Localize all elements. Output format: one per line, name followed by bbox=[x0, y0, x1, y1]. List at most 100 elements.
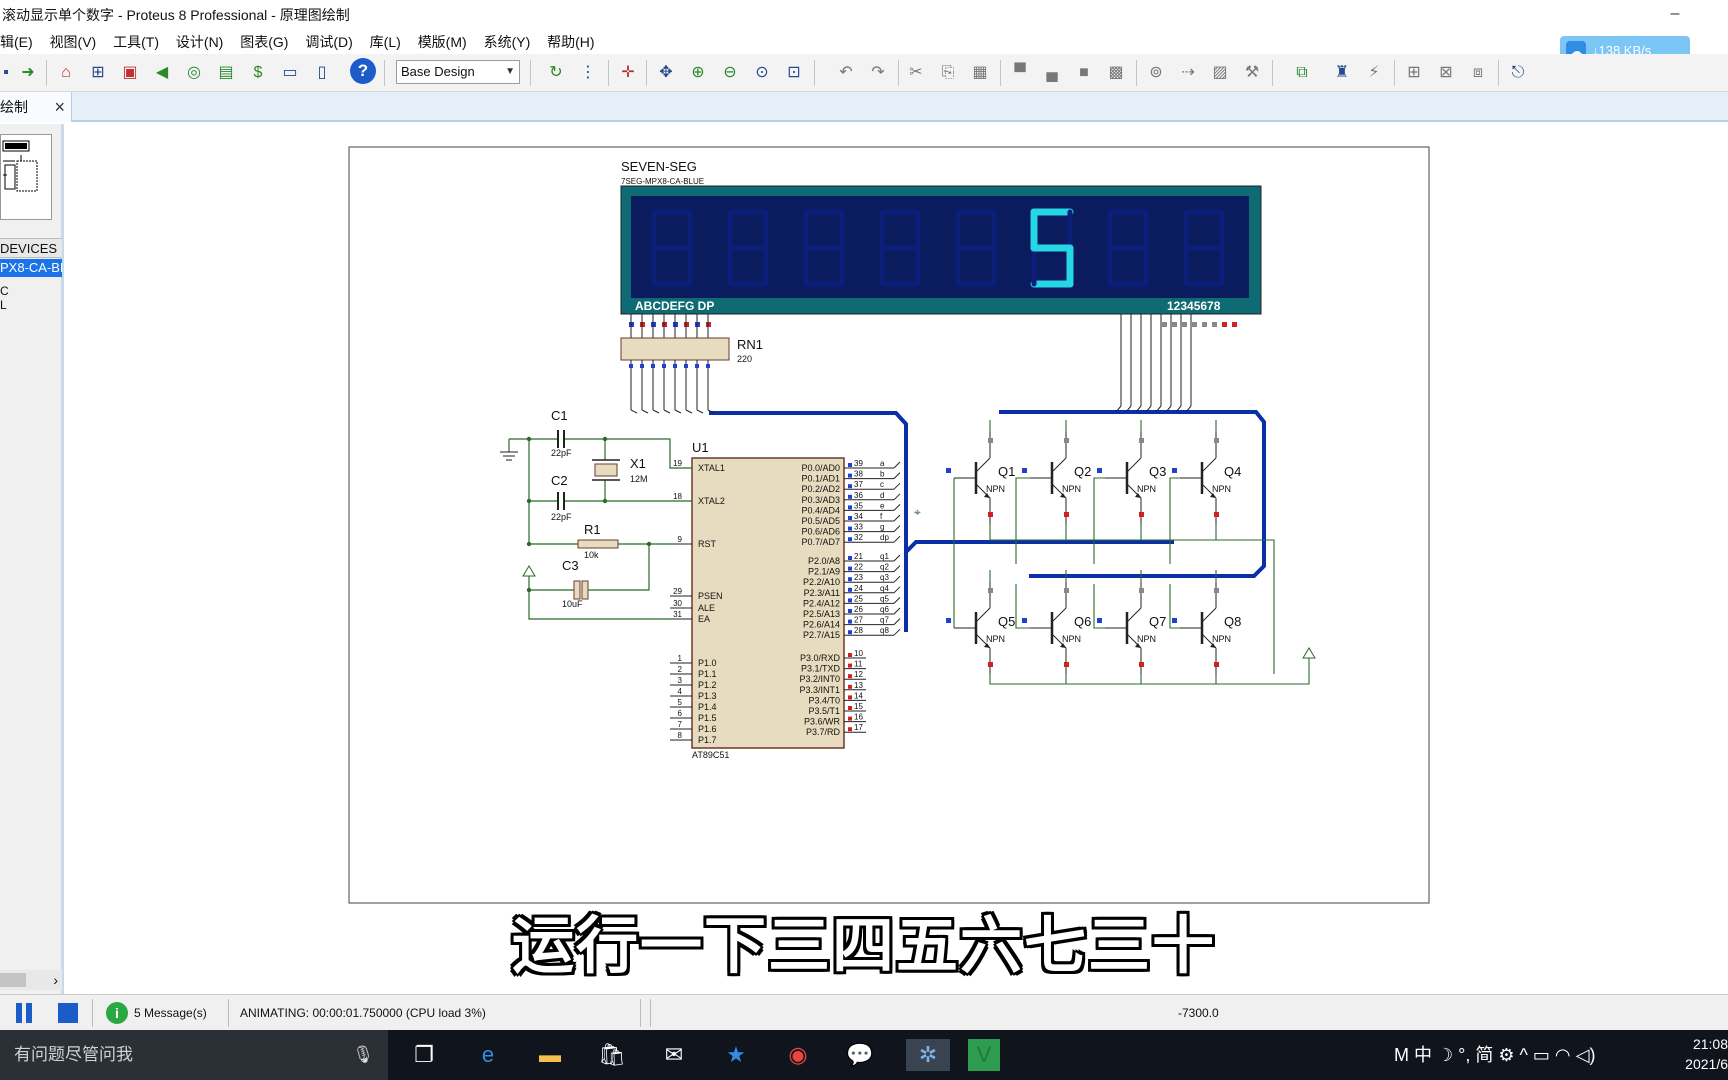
stop-button[interactable] bbox=[58, 1003, 78, 1023]
pcb-icon[interactable]: ▣ bbox=[122, 64, 138, 81]
copy-icon[interactable]: ⎘ bbox=[941, 64, 955, 81]
binary-icon[interactable]: ▭ bbox=[282, 64, 298, 81]
menu-view[interactable]: 视图(V) bbox=[49, 34, 97, 50]
import-icon[interactable]: ➜ bbox=[21, 64, 35, 81]
design-select[interactable]: Base Design ▼ bbox=[396, 60, 520, 84]
cost-icon[interactable]: $ bbox=[253, 64, 263, 81]
help-button[interactable]: ? bbox=[350, 58, 376, 84]
app-star-icon[interactable]: ★ bbox=[726, 1042, 746, 1067]
minimize-button[interactable]: – bbox=[1670, 5, 1680, 22]
chrome-icon[interactable]: ◉ bbox=[788, 1042, 808, 1067]
home-icon[interactable]: ⌂ bbox=[61, 64, 71, 81]
paste-icon[interactable]: ▦ bbox=[972, 64, 988, 81]
task-view-icon[interactable]: ❐ bbox=[414, 1042, 434, 1067]
scroll-thumb[interactable] bbox=[0, 973, 26, 987]
wire-autorouter-icon[interactable]: ⧉ bbox=[1296, 64, 1308, 81]
mcu-pin-number: 4 bbox=[678, 687, 683, 696]
device-list-item[interactable]: C bbox=[0, 284, 9, 298]
pause-button[interactable] bbox=[14, 1003, 34, 1023]
grid-icon[interactable]: ⋮ bbox=[580, 64, 596, 81]
property-tool-icon[interactable]: ⚡ bbox=[1368, 64, 1380, 81]
system-tray[interactable]: M 中 ☽ °, 简 ⚙ ^ ▭ ◠ ◁) bbox=[1394, 1045, 1596, 1065]
mail-icon[interactable]: ✉ bbox=[664, 1042, 684, 1067]
probe-icon[interactable]: ◎ bbox=[187, 64, 201, 81]
block-copy-icon[interactable]: ▀ bbox=[1014, 64, 1026, 81]
menu-debug[interactable]: 调试(D) bbox=[305, 34, 353, 50]
package-tool-icon[interactable]: ▨ bbox=[1212, 64, 1228, 81]
zoom-out-icon[interactable]: ⊖ bbox=[723, 64, 737, 81]
overview-window[interactable] bbox=[0, 134, 52, 220]
goto-sheet-icon[interactable]: ⧈ bbox=[1472, 64, 1484, 81]
tab-schematic[interactable]: 绘制 × bbox=[0, 92, 72, 122]
new-sheet-icon[interactable]: ⊞ bbox=[1407, 64, 1421, 81]
taskbar-search[interactable]: 有问题尽管问我 🎙 bbox=[0, 1030, 388, 1080]
pan-icon[interactable]: ✥ bbox=[659, 64, 673, 81]
zoom-in-icon[interactable]: ⊕ bbox=[691, 64, 705, 81]
microphone-icon[interactable]: 🎙 bbox=[352, 1045, 374, 1064]
cut-icon[interactable]: ✂ bbox=[909, 64, 923, 81]
file-explorer-icon[interactable]: ▬ bbox=[539, 1042, 561, 1067]
schematic-icon[interactable]: ⊞ bbox=[91, 64, 105, 81]
menu-tools[interactable]: 工具(T) bbox=[113, 34, 160, 50]
proteus-taskbar-icon[interactable]: ✲ bbox=[906, 1039, 950, 1071]
clock[interactable]: 21:08 2021/6 bbox=[1672, 1034, 1728, 1074]
device-list-item-selected[interactable]: PX8-CA-BL bbox=[0, 259, 62, 277]
message-count[interactable]: 5 Message(s) bbox=[134, 1006, 207, 1020]
device-list-item[interactable]: L bbox=[0, 298, 7, 312]
menu-help[interactable]: 帮助(H) bbox=[547, 34, 595, 50]
zoom-area-icon[interactable]: ⊡ bbox=[787, 64, 801, 81]
menu-graph[interactable]: 图表(G) bbox=[240, 34, 289, 50]
left-scrollbar[interactable]: › bbox=[0, 970, 62, 990]
rn-pin-marker bbox=[629, 364, 633, 368]
menu-library[interactable]: 库(L) bbox=[369, 34, 401, 50]
close-icon[interactable]: × bbox=[54, 97, 65, 117]
bom-icon[interactable]: ▤ bbox=[218, 64, 234, 81]
block-move-icon[interactable]: ▄ bbox=[1046, 64, 1058, 81]
block-rotate-icon[interactable]: ■ bbox=[1079, 64, 1089, 81]
chevron-right-icon[interactable]: › bbox=[53, 972, 58, 988]
menu-edit[interactable]: 辑(E) bbox=[0, 34, 33, 50]
menu-template[interactable]: 模版(M) bbox=[417, 34, 467, 50]
notes-icon[interactable]: ▯ bbox=[317, 64, 327, 81]
wechat-icon[interactable]: 💬 bbox=[846, 1042, 874, 1067]
bus-entry bbox=[674, 409, 682, 414]
save-icon[interactable]: ▪ bbox=[3, 64, 9, 81]
keil-icon[interactable]: V bbox=[968, 1039, 1000, 1071]
pick-device-icon[interactable]: ⊚ bbox=[1149, 64, 1163, 81]
edge-icon[interactable]: e bbox=[481, 1042, 495, 1067]
redo-icon[interactable]: ↷ bbox=[871, 64, 885, 81]
store-icon[interactable]: 🛍 bbox=[598, 1042, 626, 1067]
block-delete-icon[interactable]: ▩ bbox=[1108, 64, 1124, 81]
undo-icon[interactable]: ↶ bbox=[839, 64, 853, 81]
emitter-arrow-icon bbox=[1210, 493, 1216, 498]
info-icon[interactable]: i bbox=[106, 1002, 128, 1024]
emitter-arrow-icon bbox=[1135, 493, 1141, 498]
origin-icon[interactable]: ✛ bbox=[621, 64, 635, 81]
netlist-icon[interactable]: ⎋ bbox=[1511, 64, 1525, 81]
menu-system[interactable]: 系统(Y) bbox=[483, 34, 531, 50]
simulation-icon[interactable]: ◀ bbox=[155, 64, 169, 81]
zoom-all-icon[interactable]: ⊙ bbox=[755, 64, 769, 81]
search-tag-icon[interactable]: ♜ bbox=[1334, 64, 1350, 81]
decompose-icon[interactable]: ⚒ bbox=[1244, 64, 1260, 81]
menu-design[interactable]: 设计(N) bbox=[175, 34, 224, 50]
remove-sheet-icon[interactable]: ⊠ bbox=[1439, 64, 1453, 81]
make-device-icon[interactable]: ⇢ bbox=[1181, 64, 1195, 81]
bus-entry bbox=[893, 525, 901, 532]
refresh-icon[interactable]: ↻ bbox=[549, 64, 563, 81]
